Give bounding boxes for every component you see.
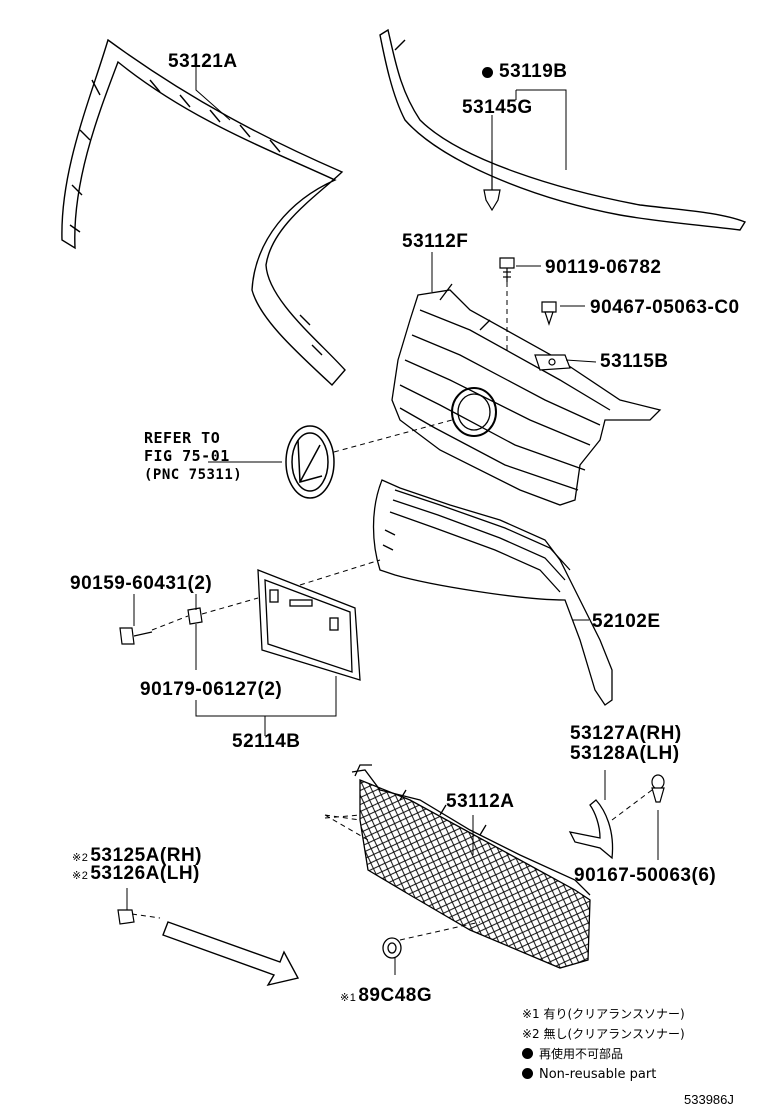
grille-frame-molding bbox=[61, 38, 346, 387]
lower-mesh-grille bbox=[351, 764, 591, 969]
emblem bbox=[285, 425, 335, 499]
part-90159-label: 90159-60431(2) bbox=[70, 573, 213, 594]
upper-grille-molding bbox=[379, 28, 747, 231]
clip-53145G bbox=[483, 150, 501, 212]
part-53125A-number: 53125A(RH) bbox=[90, 845, 202, 866]
bolt-90119-06782 bbox=[499, 257, 515, 282]
bracket-53115B bbox=[534, 354, 571, 371]
note2-mark: ※2 bbox=[72, 870, 89, 882]
legend-note-2: ※2 無し(クリアランスソナー) bbox=[522, 1027, 685, 1041]
screw-90467-05063 bbox=[541, 301, 557, 326]
part-53119B-number: 53119B bbox=[499, 61, 568, 82]
part-53121A-label: 53121A bbox=[168, 51, 238, 72]
part-53145G-label: 53145G bbox=[462, 97, 533, 118]
lower-grille-frame bbox=[372, 479, 613, 706]
non-reusable-icon bbox=[522, 1068, 533, 1079]
refer-line3: (PNC 75311) bbox=[144, 467, 243, 483]
part-53112A-label: 53112A bbox=[446, 791, 515, 812]
part-53126A-number: 53126A(LH) bbox=[90, 863, 200, 884]
figure-code: 533986J bbox=[684, 1092, 734, 1107]
part-53112F-label: 53112F bbox=[402, 231, 469, 252]
dashed-assembly-lines bbox=[131, 282, 653, 941]
screw-90159-60431 bbox=[119, 627, 153, 645]
note1-mark: ※1 bbox=[340, 992, 357, 1004]
non-reusable-icon bbox=[482, 67, 493, 78]
legend-note-3-text: 再使用不可部品 bbox=[539, 1047, 624, 1061]
nut-90179-06127 bbox=[187, 607, 203, 625]
license-plate-bracket bbox=[257, 569, 361, 681]
part-53115B-label: 53115B bbox=[600, 351, 669, 372]
sensor-retainer-89C48G bbox=[382, 937, 402, 959]
note2-mark: ※2 bbox=[72, 852, 89, 864]
part-53119B-label: 53119B bbox=[482, 62, 568, 82]
refer-line1: REFER TO bbox=[144, 429, 221, 447]
part-90467-label: 90467-05063-C0 bbox=[590, 297, 740, 318]
clip-53125A bbox=[117, 909, 135, 925]
forward-direction-arrow bbox=[162, 921, 300, 987]
part-53128A-label: 53128A(LH) bbox=[570, 743, 680, 764]
side-bracket bbox=[568, 799, 614, 860]
part-90119-label: 90119-06782 bbox=[545, 257, 662, 278]
part-89C48G-number: 89C48G bbox=[358, 985, 433, 1006]
legend-note-3: 再使用不可部品 bbox=[522, 1047, 623, 1061]
leader-lines bbox=[126, 62, 659, 975]
part-90179-label: 90179-06127(2) bbox=[140, 679, 283, 700]
legend-note-4: Non-reusable part bbox=[522, 1068, 656, 1082]
part-90167-label: 90167-50063(6) bbox=[574, 865, 717, 886]
legend-note-4-text: Non-reusable part bbox=[539, 1067, 657, 1082]
non-reusable-icon bbox=[522, 1048, 533, 1059]
part-53127A-label: 53127A(RH) bbox=[570, 723, 682, 744]
legend-note-1: ※1 有り(クリアランスソナー) bbox=[522, 1007, 685, 1021]
part-52114B-label: 52114B bbox=[232, 731, 301, 752]
clip-90167-50063 bbox=[651, 774, 665, 803]
refer-line2: FIG 75-01 bbox=[144, 447, 230, 465]
part-52102E-label: 52102E bbox=[592, 611, 661, 632]
